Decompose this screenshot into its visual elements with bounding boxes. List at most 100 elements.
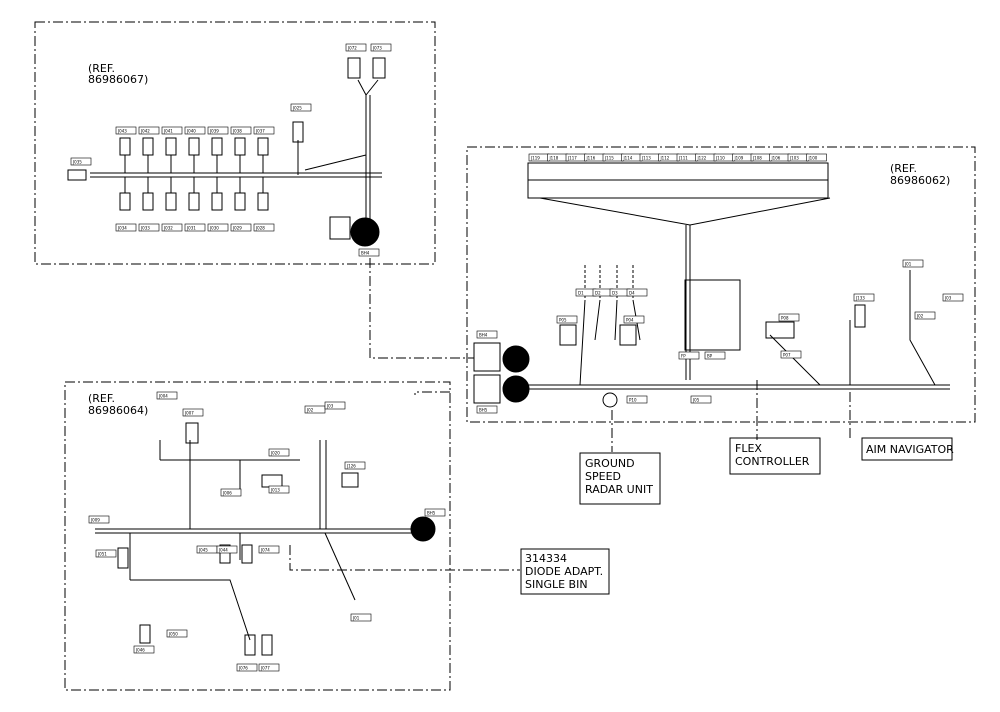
connector-tag-box (358, 248, 380, 257)
connector-tag: J051 (97, 552, 107, 557)
connector-tag: J035 (72, 160, 82, 165)
connector-tag-box (88, 515, 110, 524)
connector-tag-box (182, 408, 204, 417)
connector-tag-box (424, 508, 446, 517)
connector-tag: P05 (559, 318, 567, 323)
connector-tag-box (350, 613, 372, 622)
connector-tag-box (133, 645, 155, 654)
connector-tag-box (556, 315, 578, 324)
ground-speed-line1: GROUND (585, 457, 635, 470)
connector-tag-box (806, 153, 827, 162)
connector-tag: J013 (270, 488, 280, 493)
connector-tag-box (161, 223, 183, 232)
top-left-ref-line1: (REF. (88, 62, 115, 75)
bottom-left-ref-line1: (REF. (88, 392, 115, 405)
connector-tag: BH5 (427, 511, 436, 516)
connector-tag: J077 (260, 666, 270, 671)
connector-tag-box (220, 488, 242, 497)
connector-tag-box (138, 223, 160, 232)
connector-tag: P08 (781, 316, 789, 321)
connector-tag: P07 (783, 353, 791, 358)
connector-tag: J05 (692, 398, 700, 403)
connector-tag-box (304, 405, 326, 414)
connector-tag-box (778, 313, 800, 322)
bottom-left-ref-line2: 86986064) (88, 404, 148, 417)
connector-tag-box (184, 223, 206, 232)
ground-speed-box (579, 452, 661, 505)
connector-tag-box (268, 485, 290, 494)
connector-tag-box (704, 351, 726, 360)
connector-tag-box (230, 126, 252, 135)
aim-line1: AIM NAVIGATOR (866, 443, 954, 456)
bottom-left-panel-border (64, 381, 451, 691)
connector-tag: J126 (346, 464, 356, 469)
connector-tag-box (690, 395, 712, 404)
top-left-panel-border (34, 21, 436, 265)
connector-tag: BH4 (479, 333, 488, 338)
connector-tag: J050 (168, 632, 178, 637)
connector-tag-box (230, 223, 252, 232)
connector-tag: J034 (117, 226, 127, 231)
bottom-left-harness (95, 422, 436, 656)
aim-navigator-box (861, 437, 953, 461)
right-harness (473, 162, 950, 408)
connector-tag-box (914, 311, 936, 320)
connector-tag: BP (707, 354, 713, 359)
connector-tag-box (216, 545, 238, 554)
connector-tag-box (370, 43, 392, 52)
connector-tag: J116 (586, 156, 596, 161)
connector-tag: P04 (626, 318, 634, 323)
connector-tag-box (95, 549, 117, 558)
connector-tag: J119 (530, 156, 540, 161)
connector-tag: J041 (163, 129, 173, 134)
diode-line3: SINGLE BIN (525, 578, 588, 591)
connector-tag-box (138, 126, 160, 135)
connector-tag: J025 (292, 106, 302, 111)
connector-tag: J033 (140, 226, 150, 231)
connector-tag: J037 (255, 129, 265, 134)
connector-tag: J072 (347, 46, 357, 51)
connector-tag: J133 (855, 296, 865, 301)
connector-tag-box (253, 126, 275, 135)
connector-tag: J02 (916, 314, 924, 319)
connector-tag-box (942, 293, 964, 302)
connector-tag: J02 (306, 408, 314, 413)
connector-tag-box (253, 223, 275, 232)
connector-tag: J111 (678, 156, 688, 161)
connector-tag: J004 (158, 394, 168, 399)
connector-tag-box (290, 103, 312, 112)
connector-tag-box (236, 663, 258, 672)
connector-tag-box (678, 351, 700, 360)
connector-tag-box (626, 288, 648, 297)
right-ref-line1: (REF. (890, 162, 917, 175)
connector-tag: J028 (255, 226, 265, 231)
connector-tag: J114 (623, 156, 633, 161)
connector-tag: J046 (135, 648, 145, 653)
connector-tag-box (184, 126, 206, 135)
interconnect-lines (289, 258, 851, 571)
connector-tag: J100 (808, 156, 818, 161)
diode-line1: 314334 (525, 552, 567, 565)
connector-tag: D4 (629, 291, 635, 296)
connector-tag-box (207, 223, 229, 232)
connector-tag: P10 (629, 398, 637, 403)
connector-tag-box (258, 545, 280, 554)
connector-tag-box (626, 395, 648, 404)
connector-tag: J043 (117, 129, 127, 134)
right-ref-line2: 86986062) (890, 174, 950, 187)
connector-tag-box (156, 391, 178, 400)
connector-tag: J044 (218, 548, 228, 553)
ground-speed-line3: RADAR UNIT (585, 483, 653, 496)
connector-tag-box (115, 126, 137, 135)
connector-tag-box (115, 223, 137, 232)
connector-tag-box (166, 629, 188, 638)
connector-tag: J032 (163, 226, 173, 231)
connector-tag: D3 (612, 291, 618, 296)
connector-tag: BH5 (479, 408, 488, 413)
connector-tag: J103 (789, 156, 799, 161)
flex-line1: FLEX (735, 442, 762, 455)
connector-tag: J038 (232, 129, 242, 134)
connector-tag: J112 (660, 156, 670, 161)
connector-tag: J118 (549, 156, 559, 161)
